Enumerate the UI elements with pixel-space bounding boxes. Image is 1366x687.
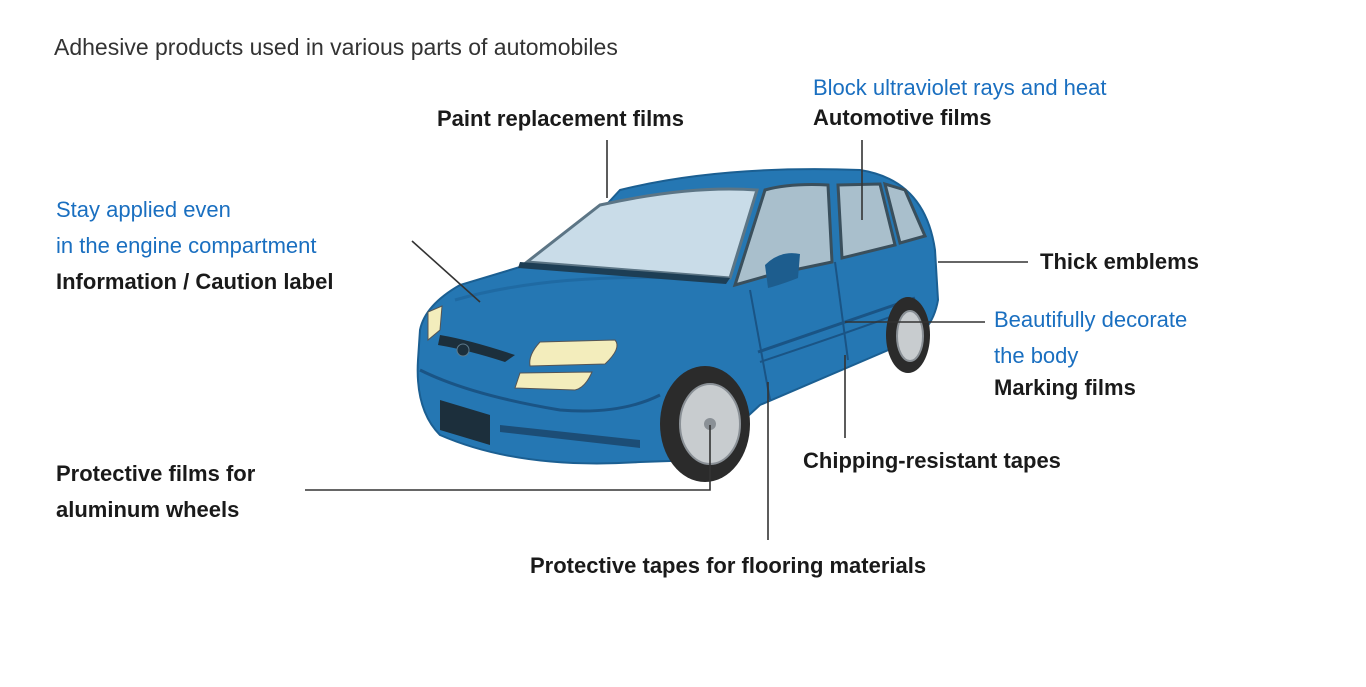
label-info-note-2: in the engine compartment [56,233,317,258]
label-wheels-name-1: Protective films for [56,461,256,486]
label-paint: Paint replacement films [437,101,684,137]
label-chipping: Chipping-resistant tapes [803,443,1061,479]
label-marking: Beautifully decorate the body Marking fi… [994,302,1187,402]
leader-wheels [305,425,711,491]
front-bumper [419,368,661,413]
label-flooring: Protective tapes for flooring materials [530,548,926,584]
front-side-window [732,183,834,288]
right-fog-light [514,371,593,391]
left-headlight [427,305,443,342]
leader-info [411,240,481,303]
label-info-name: Information / Caution label [56,269,334,294]
label-marking-note-2: the body [994,343,1079,368]
rear-side-window [882,181,928,245]
label-emblems-name: Thick emblems [1040,249,1199,274]
door-line-front [749,289,771,401]
rear-wheel-rim [896,310,924,362]
label-automotive-note: Block ultraviolet rays and heat [813,75,1107,100]
wiper-panel [518,262,730,284]
label-marking-name: Marking films [994,375,1136,400]
middle-side-window [836,182,897,260]
label-paint-name: Paint replacement films [437,106,684,131]
label-chipping-name: Chipping-resistant tapes [803,448,1061,473]
label-emblems: Thick emblems [1040,244,1199,280]
bumper-vent [500,425,640,448]
label-automotive-name: Automotive films [813,105,992,130]
windshield [523,187,759,280]
side-mirror [765,253,800,288]
right-headlight [529,339,618,367]
label-info-note-1: Stay applied even [56,197,231,222]
door-line-rear [834,261,849,361]
front-badge [456,343,470,357]
diagram-title: Adhesive products used in various parts … [54,34,618,60]
front-grille [438,335,515,362]
front-wheel-hub [704,418,716,430]
label-info: Stay applied even in the engine compartm… [56,192,333,300]
label-automotive: Block ultraviolet rays and heat Automoti… [813,70,1107,130]
lower-intake [440,400,490,445]
label-marking-note-1: Beautifully decorate [994,307,1188,332]
label-wheels: Protective films for aluminum wheels [56,456,255,528]
label-flooring-name: Protective tapes for flooring materials [530,553,927,578]
label-wheels-name-2: aluminum wheels [56,497,240,522]
